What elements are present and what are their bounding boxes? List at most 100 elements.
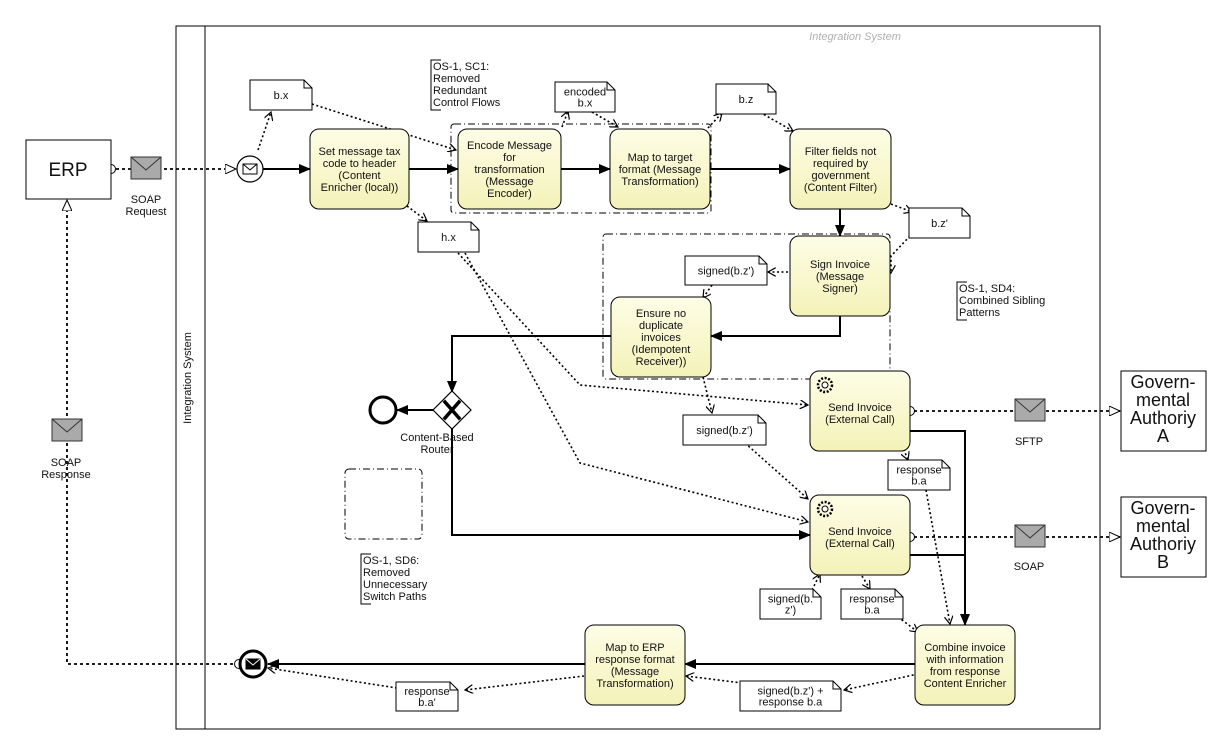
gear-icon [816,376,834,394]
task-send-a[interactable]: Send Invoice(External Call) [809,370,911,452]
authority-b-text-line: Authoriy [1130,534,1196,554]
exclusive-gateway [432,390,472,430]
task-label: Send Invoice(External Call) [825,526,895,550]
authority-b-text-line: B [1157,552,1169,572]
data-object-label-line: b.z' [931,218,948,230]
annotation-line: OS-1, SD4: [959,283,1015,295]
authority-a-text-line: mental [1136,390,1190,410]
task-label-line: required by [813,158,869,170]
task-label-line: (Content [338,170,380,182]
task-label-line: code to header [323,158,397,170]
task-box [584,624,686,706]
data-object-label-line: signed(b.z') + [758,686,824,698]
data-object-bz: b.z [715,83,777,115]
data-object-label: signed(b.z') [696,425,753,437]
task-label-line: (Message [485,176,533,188]
task-label-line: Filter fields not [805,146,877,158]
soap-request-text-line: SOAP [131,194,162,206]
task-label-line: (Idempotent [632,344,691,356]
task-label-line: Send Invoice [828,526,892,538]
task-send-b[interactable]: Send Invoice(External Call) [809,494,911,576]
authority-a-text-line: A [1157,426,1169,446]
annotation-line: Removed [433,73,480,85]
task-label-line: for [503,152,516,164]
flow-sign-idempotent [710,316,841,341]
data-object-label: signed(b.z') +response b.a [758,686,824,709]
envelope-icon [51,418,83,442]
task-box [457,128,562,210]
authority-a-text-line: Authoriy [1130,408,1196,428]
flow-gateway-sendb [451,428,811,540]
sftp-label: SFTP [1015,436,1043,448]
data-object-label-line: encoded [564,87,606,99]
task-label-line: (Message [611,666,659,678]
data-object-label-line: b.x [274,90,289,102]
soap-label: SOAP [1014,561,1045,573]
data-object-label-line: z') [785,605,796,617]
task-box [789,235,891,317]
sequence-flows [262,164,970,669]
data-object-label: b.x [274,90,289,102]
task-box [610,296,712,378]
gateway-router-text-line: Content-Based [400,432,473,444]
annotation-line: Control Flows [433,97,501,109]
data-object-signed-top: signed(b.z') [684,255,768,286]
data-object-bx: b.x [249,79,313,111]
task-label-line: Content Enricher [924,678,1007,690]
task-label-line: response format [595,654,674,666]
data-object-label-line: h.x [441,232,456,244]
task-label-line: Encoder) [487,188,532,200]
data-object-label-line: signed(b. [768,594,813,606]
start-message-event [236,155,264,183]
task-label-line: transformation [474,164,544,176]
envelope-icon [1014,398,1046,422]
authority-a-text-line: Govern- [1130,372,1195,392]
task-box [809,494,911,576]
data-object-label-line: response b.a [759,697,823,709]
data-object-label-line: signed(b.z') [698,266,755,278]
data-object-bz-prime: b.z' [908,207,971,239]
participant-erp: ERP [25,139,112,200]
data-object-signed-plus: signed(b.z') +response b.a [739,680,842,712]
data-object-label: b.z [739,94,754,106]
task-label-line: government [811,170,869,182]
erp-label: ERP [48,160,87,181]
data-object-label: signed(b.z') [698,266,755,278]
task-label-line: Set message tax [319,146,401,158]
authority-b-text-line: Govern- [1130,498,1195,518]
task-label-line: Sign Invoice [810,259,870,271]
envelope-icon [130,156,162,180]
annotation-line: Redundant [433,85,487,97]
task-box [914,624,1016,706]
data-associations [257,103,950,690]
task-box [309,128,410,210]
data-object-label: b.z' [931,218,948,230]
annotation-line: OS-1, SD6: [363,555,419,567]
task-label-line: duplicate [639,320,683,332]
